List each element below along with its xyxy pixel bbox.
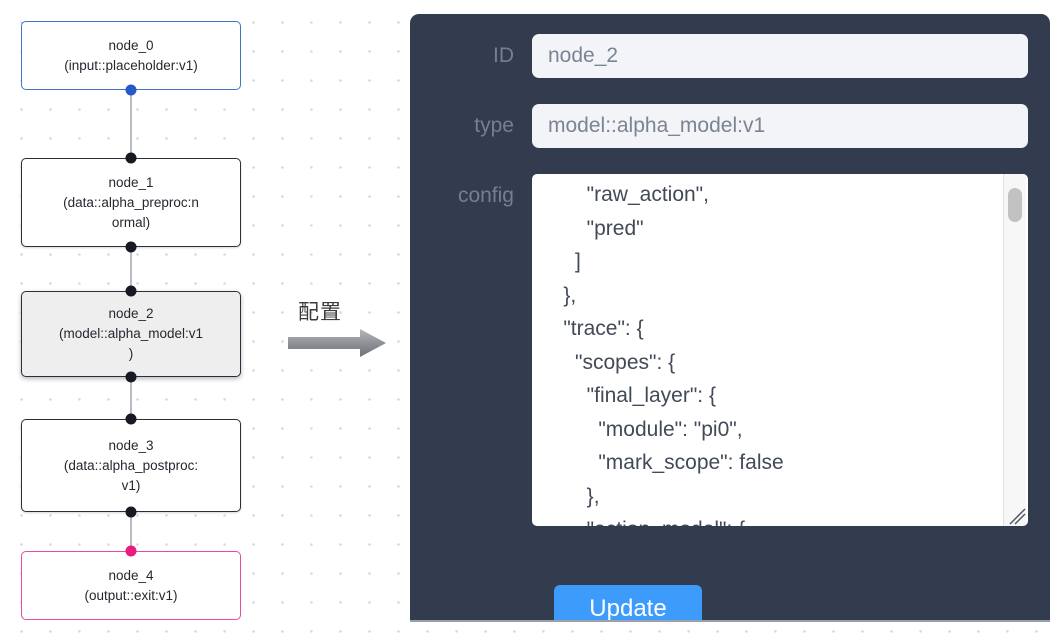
config-field-label: config (457, 184, 514, 207)
field-row-type: type (410, 104, 1050, 148)
type-input[interactable] (532, 104, 1028, 148)
field-row-id: ID (410, 34, 1050, 78)
id-input[interactable] (532, 34, 1028, 78)
node-handle-node_3-top[interactable] (125, 413, 137, 425)
node-config-panel: ID type config Update (410, 14, 1050, 621)
graph-node-node_4[interactable]: node_4 (output::exit:v1) (21, 551, 241, 620)
node-handle-node_3-bottom[interactable] (125, 506, 137, 518)
config-scrollbar[interactable] (1003, 174, 1026, 526)
edge-node0-node1 (130, 90, 132, 158)
config-textarea-wrapper (532, 174, 1028, 526)
edge-node3-node4 (130, 512, 132, 551)
node-label: node_2 (model::alpha_model:v1 ) (58, 306, 204, 361)
graph-node-node_1[interactable]: node_1 (data::alpha_preproc:n ormal) (21, 158, 241, 247)
node-handle-node_4-top[interactable] (125, 545, 137, 557)
panel-bottom-edge (410, 620, 1050, 622)
config-scrollbar-thumb[interactable] (1008, 188, 1022, 222)
node-label: node_0 (input::placeholder:v1) (64, 37, 198, 73)
node-handle-node_2-bottom[interactable] (125, 371, 137, 383)
node-label: node_4 (output::exit:v1) (84, 567, 178, 603)
graph-node-node_0[interactable]: node_0 (input::placeholder:v1) (21, 21, 241, 90)
node-handle-node_0-bottom[interactable] (125, 84, 137, 96)
node-label: node_3 (data::alpha_postproc: v1) (63, 437, 199, 493)
update-button[interactable]: Update (554, 585, 702, 621)
id-field-label: ID (493, 44, 514, 67)
resize-grip-icon[interactable] (1009, 508, 1026, 525)
node-handle-node_1-bottom[interactable] (125, 241, 137, 253)
config-textarea[interactable] (532, 174, 1028, 526)
graph-node-node_3[interactable]: node_3 (data::alpha_postproc: v1) (21, 419, 241, 512)
graph-node-node_2[interactable]: node_2 (model::alpha_model:v1 ) (21, 291, 241, 377)
node-label: node_1 (data::alpha_preproc:n ormal) (63, 174, 199, 230)
edge-node1-node2 (130, 247, 132, 291)
arrow-label: 配置 (298, 300, 342, 324)
right-arrow-icon (288, 329, 386, 357)
type-field-label: type (474, 114, 514, 137)
field-row-config: config (410, 174, 1050, 526)
node-handle-node_2-top[interactable] (125, 285, 137, 297)
config-arrow-annotation: 配置 (288, 296, 398, 358)
edge-node2-node3 (130, 377, 132, 419)
node-handle-node_1-top[interactable] (125, 152, 137, 164)
